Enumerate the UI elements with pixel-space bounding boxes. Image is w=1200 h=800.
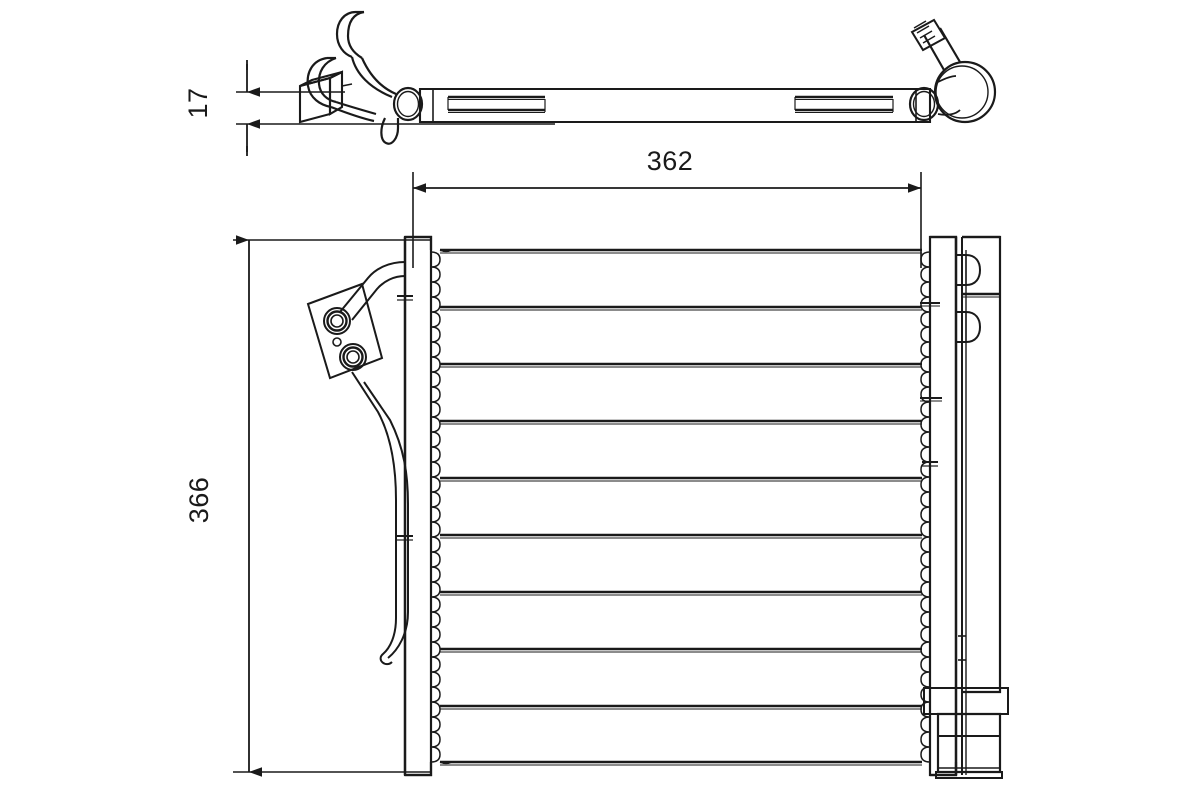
dimension-label-width: 362	[647, 146, 694, 176]
tube-row	[440, 647, 922, 653]
tube-row	[440, 590, 922, 596]
tube-row	[440, 704, 922, 710]
top-view-right-fitting	[908, 18, 997, 124]
tube-row	[440, 533, 922, 539]
mount-bracket-upper	[956, 254, 982, 286]
dimension-width-362	[412, 172, 922, 268]
left-fin-edge	[430, 251, 441, 763]
right-side-ticks	[920, 302, 942, 402]
top-view-hose-clip	[298, 10, 400, 145]
top-view-left-port	[392, 86, 424, 122]
tube-row	[440, 419, 922, 425]
core-tube-rows	[439, 248, 922, 766]
right-header	[922, 235, 958, 777]
front-view-group	[306, 235, 1009, 779]
right-fin-edge	[920, 251, 931, 763]
dimension-label-thickness: 17	[183, 87, 213, 118]
tube-row	[440, 305, 922, 311]
top-view-core-bar	[418, 87, 932, 124]
dimension-label-height: 366	[184, 477, 214, 524]
connector-block	[306, 282, 384, 380]
dimension-height-366	[233, 235, 430, 777]
tube-row	[440, 476, 922, 482]
mount-bracket-lower	[956, 311, 982, 343]
top-view-group	[236, 10, 997, 156]
dimension-thickness-17	[236, 60, 555, 156]
tube-row	[439, 760, 922, 766]
connector-pipe	[339, 261, 409, 666]
left-header	[397, 235, 433, 777]
tube-row	[439, 248, 922, 254]
tube-row	[440, 362, 922, 368]
